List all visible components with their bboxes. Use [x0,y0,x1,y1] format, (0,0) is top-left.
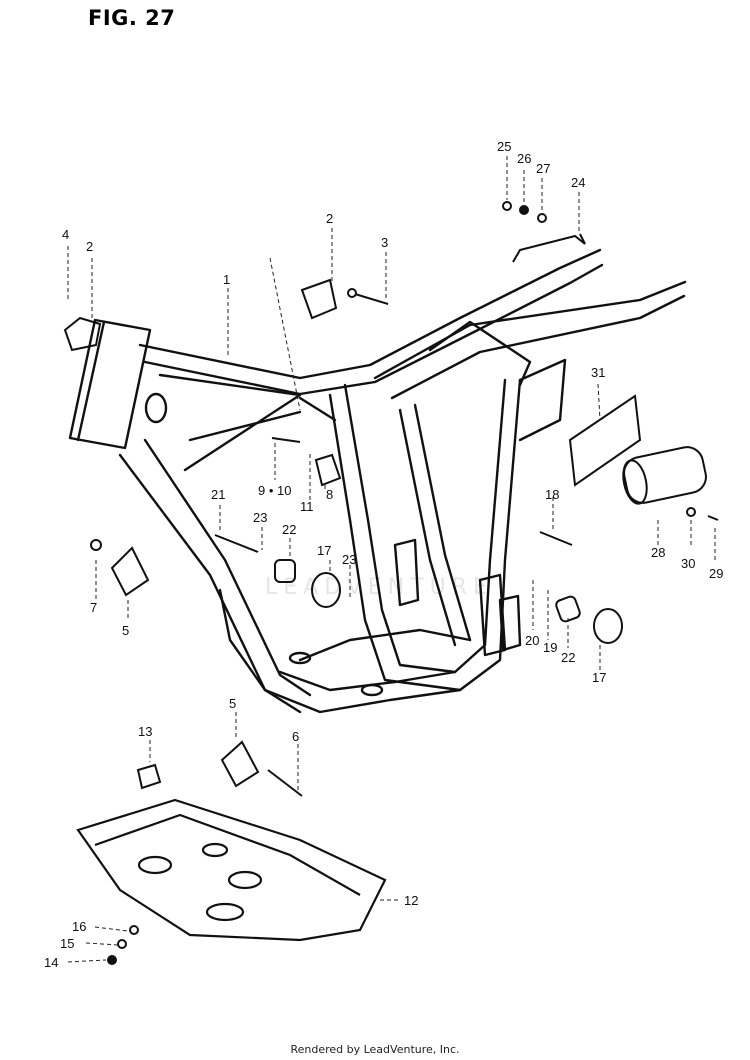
callout-12: 12 [404,893,419,908]
engine-mount-plates [393,538,522,657]
callout-28: 28 [651,545,666,560]
loose-parts [63,201,719,965]
callout-27: 27 [536,161,551,176]
callout-3: 3 [381,235,389,250]
callout-30: 30 [681,556,696,571]
figure-title: FIG. 27 [88,6,176,30]
callout-16: 16 [72,919,87,934]
footer-credit: Rendered by LeadVenture, Inc. [290,1043,460,1056]
callout-23: 23 [253,510,268,525]
callout-14: 14 [44,955,59,970]
callout-2: 2 [86,239,94,254]
callout-9-10: 9 • 10 [258,483,292,498]
callout-22: 22 [282,522,297,537]
callout-26: 26 [517,151,532,166]
callout-5: 5 [229,696,237,711]
lower-cradle [218,588,472,714]
callout-25: 25 [497,139,512,154]
down-tube [118,438,312,714]
callout-2: 2 [326,211,334,226]
callout-21: 21 [211,487,226,502]
callout-17: 17 [592,670,607,685]
callout-5: 5 [122,623,130,638]
callout-6: 6 [292,729,300,744]
callout-23: 23 [342,552,357,567]
callout-24: 24 [571,175,586,190]
callout-17: 17 [317,543,332,558]
cross-brace [158,373,337,472]
callout-7: 7 [90,600,98,615]
callout-29: 29 [709,566,724,581]
callout-18: 18 [545,487,560,502]
callout-31: 31 [591,365,606,380]
callout-13: 13 [138,724,153,739]
callout-11: 11 [300,499,314,514]
callout-8: 8 [326,487,334,502]
rear-loop [328,358,567,692]
skid-plate [76,798,387,942]
callout-1: 1 [223,272,231,287]
callout-19: 19 [543,640,558,655]
callout-4: 4 [62,227,70,242]
upper-frame-rail [138,248,687,400]
watermark-text: LEADVENTURE [265,575,493,600]
steering-head [68,318,168,450]
leader-lines [67,156,716,963]
callout-22: 22 [561,650,576,665]
callout-20: 20 [525,633,540,648]
callout-15: 15 [60,936,75,951]
